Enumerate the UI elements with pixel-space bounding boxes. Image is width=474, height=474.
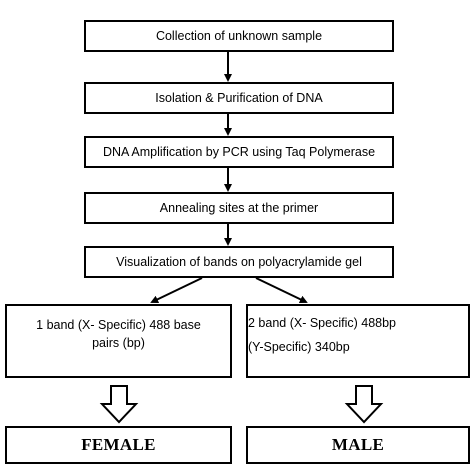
result-female-box: 1 band (X- Specific) 488 base pairs (bp): [5, 304, 232, 378]
result-male-line2: (Y-Specific) 340bp: [248, 340, 350, 354]
outcome-male-label: MALE: [331, 434, 385, 454]
arrow-step5-to-female: [150, 277, 203, 304]
step-visualization-label: Visualization of bands on polyacrylamide…: [116, 254, 362, 269]
step-annealing-box: Annealing sites at the primer: [84, 192, 394, 224]
step-collection-box: Collection of unknown sample: [84, 20, 394, 52]
outcome-male-box: MALE: [246, 426, 470, 464]
outcome-female-box: FEMALE: [5, 426, 232, 464]
step-amplification-box: DNA Amplification by PCR using Taq Polym…: [84, 136, 394, 168]
step-isolation-label: Isolation & Purification of DNA: [155, 90, 323, 105]
step-collection-label: Collection of unknown sample: [155, 28, 323, 43]
block-arrow-female: [99, 385, 139, 424]
result-male-box: 2 band (X- Specific) 488bp (Y-Specific) …: [246, 304, 470, 378]
step-isolation-box: Isolation & Purification of DNA: [84, 82, 394, 114]
arrow-step5-to-male: [255, 277, 308, 304]
step-annealing-label: Annealing sites at the primer: [159, 200, 319, 215]
block-arrow-male: [344, 385, 384, 424]
step-visualization-box: Visualization of bands on polyacrylamide…: [84, 246, 394, 278]
outcome-female-label: FEMALE: [81, 434, 156, 454]
result-female-text: 1 band (X- Specific) 488 base pairs (bp): [36, 318, 201, 351]
step-amplification-label: DNA Amplification by PCR using Taq Polym…: [102, 144, 376, 159]
result-male-line1: 2 band (X- Specific) 488bp: [248, 316, 397, 330]
